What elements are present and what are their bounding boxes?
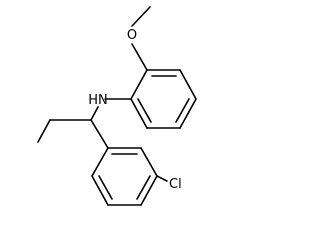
anisole-bond-3 [179,98,197,129]
anisole-bond-5 [130,98,148,129]
methoxy-ring-bond [131,43,148,71]
methoxy-methyl-bond [131,6,151,27]
chlorophenyl-bond-6 [91,147,109,177]
chlorophenyl-ring [91,147,158,206]
anisole-double-2 [175,98,190,123]
amine-chiral-bond [90,106,99,121]
chlorophenyl-bond-5 [91,175,109,206]
chlorophenyl-bond-2 [140,147,158,177]
chiral-ring-bond [90,119,109,149]
chlorophenyl-double-3 [98,175,113,200]
anisole-ring [130,69,197,129]
anisole-bond-6 [130,69,148,100]
anisole-bond-2 [179,69,197,100]
chloro-bond [156,175,168,182]
amine-label: HN [88,93,108,108]
chlorophenyl-bond-3 [140,175,158,206]
chlorine-label: Cl [169,177,182,192]
chemical-structure: O HN Cl [37,6,197,206]
methoxy-oxygen-label: O [127,28,137,43]
chlorophenyl-double-2 [136,175,151,200]
ethyl-bond-2 [37,119,51,143]
anisole-double-3 [137,98,152,123]
